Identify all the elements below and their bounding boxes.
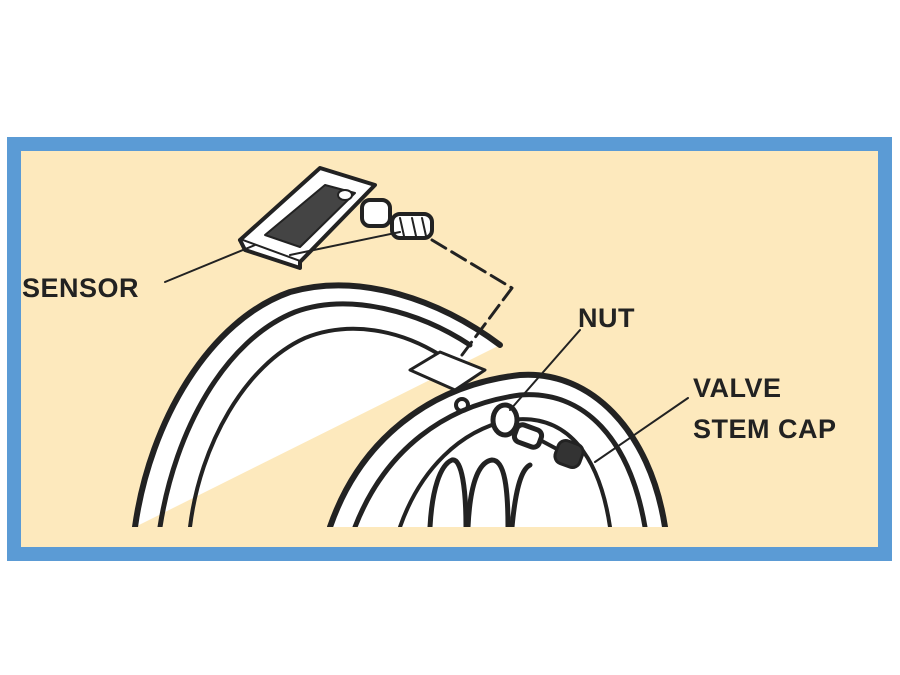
label-valve-stem-cap-line1: VALVE [693, 373, 782, 403]
label-sensor: SENSOR [22, 273, 140, 303]
valve-stem [490, 402, 585, 469]
label-valve-stem-cap-line2: STEM CAP [693, 414, 837, 444]
label-nut: NUT [578, 303, 635, 333]
leader-lines [164, 231, 689, 463]
wheel-rim [132, 282, 668, 527]
sensor-body [238, 166, 434, 270]
